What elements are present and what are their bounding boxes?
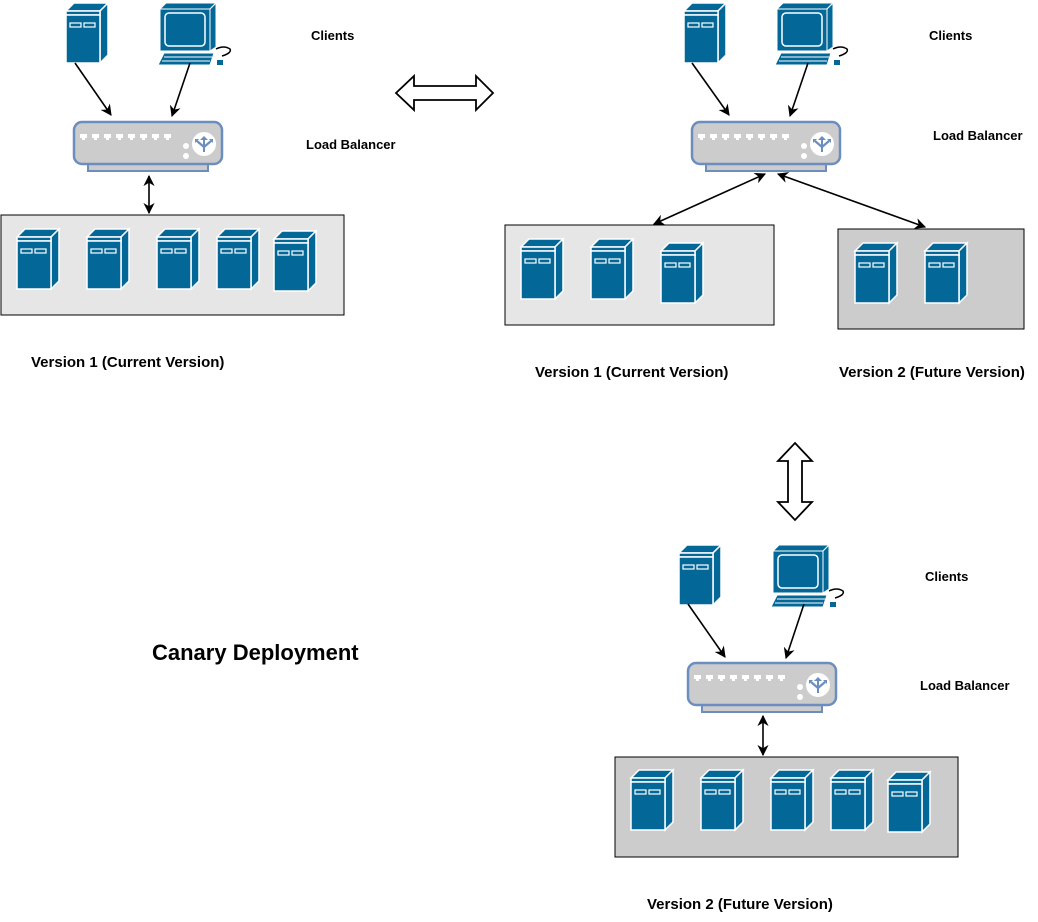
- client-server-icon: [683, 2, 727, 64]
- pool-label: Version 2 (Future Version): [647, 896, 833, 913]
- server-icon: [520, 238, 564, 300]
- server-icon: [273, 230, 317, 292]
- server-icon: [156, 228, 200, 290]
- connector: [169, 62, 191, 118]
- load-balancer-label: Load Balancer: [933, 128, 1023, 143]
- double-arrow-icon: [775, 441, 815, 522]
- client-server-icon: [65, 2, 109, 64]
- server-icon: [660, 242, 704, 304]
- pool-label: Version 2 (Future Version): [839, 364, 1025, 381]
- client-workstation-icon: [774, 2, 849, 66]
- pool-label: Version 1 (Current Version): [535, 364, 728, 381]
- load-balancer-icon: [686, 661, 838, 714]
- double-arrow-icon: [394, 73, 495, 113]
- pool-label: Version 1 (Current Version): [31, 354, 224, 371]
- client-workstation-icon: [157, 2, 232, 66]
- server-icon: [830, 769, 874, 831]
- load-balancer-icon: [72, 120, 224, 173]
- connector: [687, 603, 726, 658]
- connector: [783, 603, 805, 660]
- clients-label: Clients: [925, 569, 968, 584]
- server-icon: [216, 228, 260, 290]
- server-icon: [854, 242, 898, 304]
- server-icon: [887, 771, 931, 833]
- server-icon: [700, 769, 744, 831]
- stage-2: Clients Load Balancer Version 1 (Current…: [504, 2, 1025, 381]
- load-balancer-icon: [690, 120, 842, 173]
- connector: [787, 62, 809, 118]
- connector: [74, 62, 112, 116]
- client-server-icon: [678, 544, 722, 606]
- load-balancer-label: Load Balancer: [306, 137, 396, 152]
- load-balancer-label: Load Balancer: [920, 678, 1010, 693]
- clients-label: Clients: [929, 28, 972, 43]
- connector: [691, 62, 730, 116]
- server-icon: [16, 228, 60, 290]
- client-workstation-icon: [770, 544, 845, 608]
- diagram-title: Canary Deployment: [152, 640, 359, 665]
- stage-3: Clients Load Balancer Version 2 (Future …: [614, 544, 1010, 913]
- stage-1: Clients Load Balancer Version 1 (Current…: [0, 2, 396, 371]
- server-icon: [590, 238, 634, 300]
- server-icon: [924, 242, 968, 304]
- clients-label: Clients: [311, 28, 354, 43]
- server-icon: [630, 769, 674, 831]
- connector: [776, 172, 927, 229]
- server-icon: [86, 228, 130, 290]
- connector: [652, 173, 767, 225]
- server-icon: [770, 769, 814, 831]
